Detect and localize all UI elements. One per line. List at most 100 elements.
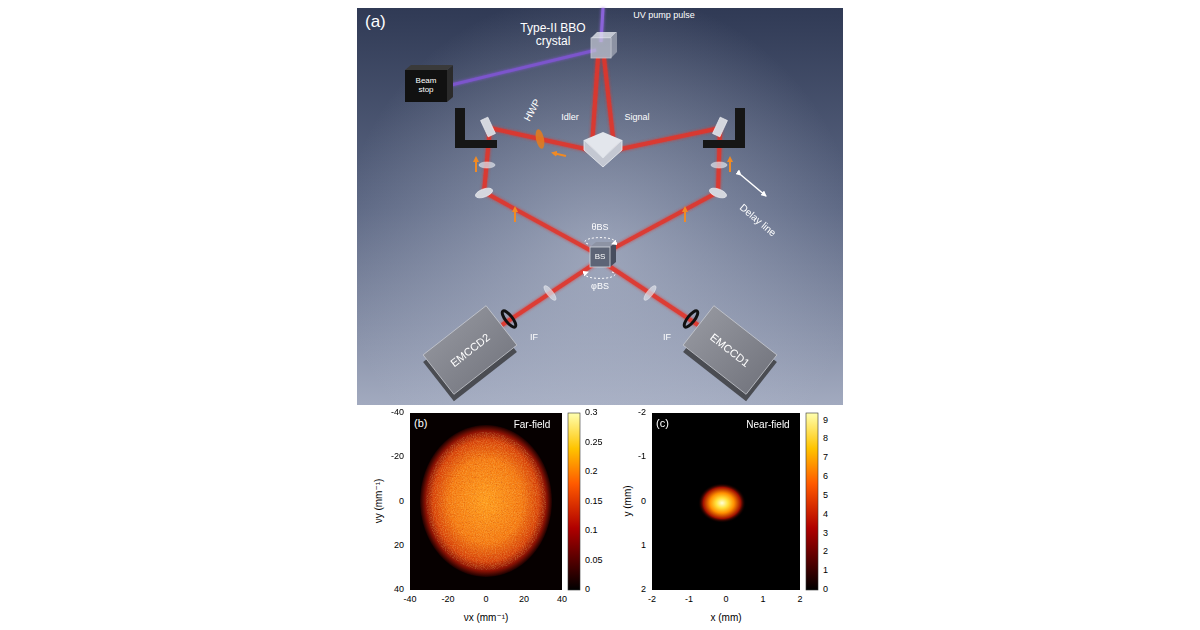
axis-tick: 0 — [641, 497, 646, 507]
beam-splitter — [590, 242, 616, 267]
lens — [542, 284, 558, 302]
axis-tick: 2 — [641, 585, 646, 595]
bbo-crystal — [591, 38, 611, 58]
colorbar-tick: 3 — [823, 529, 828, 539]
panel-background — [357, 8, 843, 405]
mirror — [481, 117, 496, 137]
component-label: BS — [595, 253, 606, 262]
panel-letter: (b) — [414, 417, 427, 429]
axis-tick: 0 — [483, 595, 488, 605]
beam-label: UV pump pulse — [633, 11, 695, 21]
lens — [711, 162, 727, 168]
colorbar-tick: 5 — [823, 491, 828, 501]
roof-mirror — [584, 132, 622, 158]
colorbar-tick: 0 — [585, 585, 590, 595]
axis-tick: 1 — [760, 595, 765, 605]
panel-background — [357, 8, 843, 405]
mirror — [474, 117, 728, 200]
emccd-camera — [683, 306, 777, 395]
delay-arrow — [741, 175, 766, 196]
uv-beam — [447, 8, 603, 86]
polarization-arrow — [684, 208, 686, 222]
beam-splitter — [590, 247, 610, 267]
axis-tick: -1 — [638, 452, 646, 462]
half-wave-plate — [534, 128, 546, 149]
axis-tick: 40 — [557, 595, 567, 605]
polarization-arrow — [514, 208, 516, 222]
beam-label: Signal — [624, 113, 649, 123]
mirror-mount — [455, 140, 497, 148]
colorbar-tick: 0.1 — [585, 526, 598, 536]
panel-background — [357, 8, 843, 405]
emccd-camera — [423, 306, 777, 402]
colorbar-tick: 0.3 — [585, 408, 598, 418]
far-field-image — [420, 425, 552, 577]
panel-letter: (a) — [365, 13, 386, 32]
interference-filter — [500, 309, 518, 329]
mirror-mount — [455, 108, 745, 148]
colorbar — [806, 413, 818, 590]
component-label: Type-II BBO crystal — [505, 22, 601, 48]
far-field-image — [424, 430, 548, 572]
axis-tick: 40 — [394, 585, 404, 595]
beam-stop — [447, 65, 453, 102]
axis-tick: -40 — [403, 595, 416, 605]
colorbar-tick: 1 — [823, 566, 828, 576]
axis-tick: 1 — [641, 541, 646, 551]
beam-splitter — [610, 242, 616, 267]
near-field-image — [698, 483, 746, 523]
near-field-image — [652, 413, 800, 590]
polarization-arrow — [475, 158, 477, 172]
beam-stop — [405, 65, 453, 70]
component-label: Beam stop — [407, 77, 445, 95]
axis-tick: -20 — [391, 452, 404, 462]
polarization-arrow — [729, 158, 731, 172]
colorbar-tick: 2 — [823, 547, 828, 557]
near-field-image — [652, 413, 800, 590]
polarization-arrow — [553, 153, 566, 156]
mirror — [474, 186, 494, 200]
axis-tick: -1 — [685, 595, 693, 605]
laser-beam — [484, 58, 720, 325]
colorbar-tick: 0 — [823, 585, 828, 595]
colorbar-tick: 0.2 — [585, 467, 598, 477]
lens — [479, 162, 727, 302]
axis-tick: -20 — [441, 595, 454, 605]
laser-beam — [604, 58, 614, 146]
beam-stop — [405, 65, 453, 102]
plot-title: Far-field — [514, 419, 551, 430]
uv-beam — [447, 50, 596, 86]
mirror — [713, 117, 728, 137]
colorbar-tick: 8 — [823, 434, 828, 444]
axis-tick: -40 — [391, 408, 404, 418]
bbo-crystal — [611, 32, 617, 58]
colorbar — [806, 413, 818, 590]
laser-beam — [484, 128, 597, 254]
panel-letter: (c) — [656, 417, 669, 429]
axis-tick: 20 — [519, 595, 529, 605]
axis-title: x (mm) — [710, 612, 741, 623]
roof-mirror — [584, 132, 622, 167]
axis-tick: -2 — [648, 595, 656, 605]
colorbar-tick: 6 — [823, 472, 828, 482]
far-field-image — [410, 413, 562, 590]
colorbar-tick: 0.25 — [585, 438, 603, 448]
laser-beam — [603, 262, 698, 325]
interference-filter — [500, 309, 700, 329]
axis-title: νy (mm⁻¹) — [373, 479, 384, 524]
bbo-crystal — [591, 32, 617, 58]
axis-tick: 0 — [723, 595, 728, 605]
axis-tick: -2 — [638, 408, 646, 418]
component-label: IF — [530, 333, 538, 343]
colorbar-tick: 9 — [823, 416, 828, 426]
half-wave-plate — [534, 128, 546, 149]
laser-beam — [592, 58, 598, 146]
beam-stop — [405, 70, 447, 102]
axis-title: νx (mm⁻¹) — [464, 612, 509, 623]
laser-beam — [502, 262, 597, 325]
delay-arrow — [741, 175, 766, 196]
angle-label: φBS — [591, 282, 609, 292]
colorbar — [568, 413, 580, 590]
polarization-arrow — [476, 153, 730, 222]
